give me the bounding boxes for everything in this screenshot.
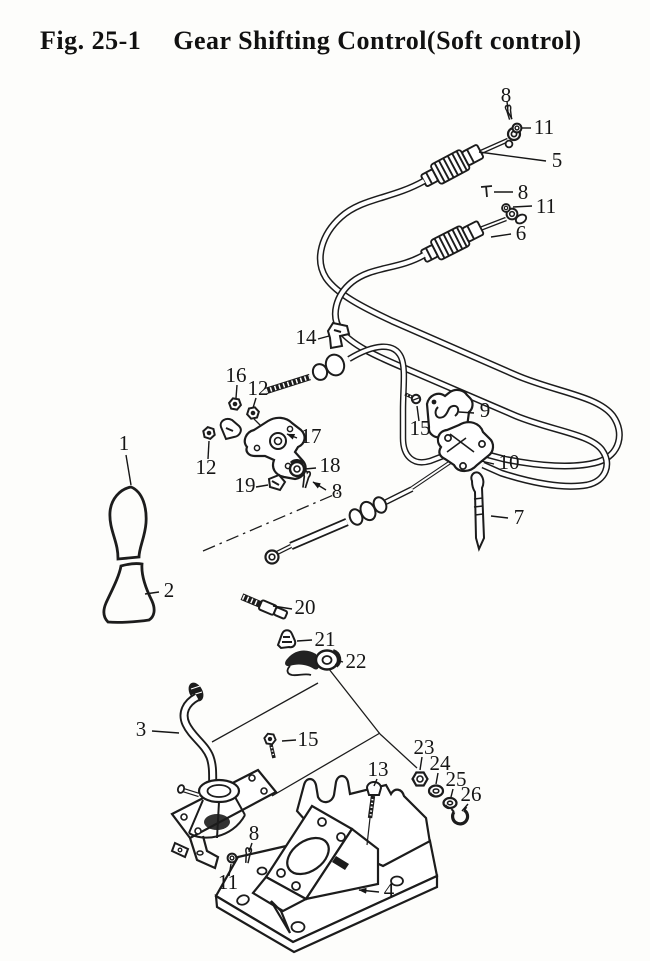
callout-20: 20 [295,595,316,619]
callout-12-1: 12 [248,376,269,400]
leader-lines [125,100,547,894]
callout-8-3: 8 [332,479,343,503]
nut-12-a [245,405,261,421]
retainer-19 [267,473,287,492]
callout-8-4: 8 [249,821,260,845]
figure-number: Fig. 25-1 [40,26,142,55]
callout-1: 1 [119,431,130,455]
callout-6: 6 [516,221,527,245]
callout-18: 18 [320,453,341,477]
bolt-15-lower [262,732,278,759]
callout-21: 21 [315,627,336,651]
inner-control-cable [253,343,453,466]
washer-25 [442,796,458,810]
snap-ring-26 [450,806,470,826]
callout-7: 7 [514,505,525,529]
figure-name: Gear Shifting Control(Soft control) [173,26,582,55]
callout-11-2: 11 [536,194,556,218]
shift-lever-3 [179,682,218,791]
figure-title: Fig. 25-1 Gear Shifting Control(Soft cont… [40,26,581,56]
callout-12-2: 12 [196,455,217,479]
bolt-15-upper [404,392,422,405]
mount-bracket-4 [214,774,439,954]
bolt-13 [365,781,383,846]
callout-2: 2 [164,578,175,602]
callout-24: 24 [430,751,452,775]
callout-3: 3 [136,717,147,741]
nut-23 [411,771,429,787]
cushion-21 [276,629,297,650]
callout-17: 17 [301,424,322,448]
clip-12-wedge [219,417,242,441]
lever-base-assembly [170,768,278,870]
shift-knob-1 [108,485,148,561]
callout-10: 10 [499,450,520,474]
cotter-pin-8-mid2 [480,185,493,198]
washer-11-top [511,122,523,134]
callout-5: 5 [552,148,563,172]
callout-11-3: 11 [218,870,238,894]
callout-14: 14 [296,325,318,349]
washer-11-mid [501,203,511,213]
callout-11-1: 11 [534,115,554,139]
washer-24 [427,784,445,798]
callout-25: 25 [446,767,467,791]
select-rod [264,459,454,565]
shift-cable-5 [316,126,623,470]
lever-boot-2 [102,562,156,624]
callout-labels: 8 11 5 8 11 6 14 16 12 12 17 15 9 10 18 … [119,83,563,902]
callout-4: 4 [384,878,395,902]
callout-15-2: 15 [298,727,319,751]
nut-16 [227,396,243,412]
callout-13: 13 [368,757,389,781]
callout-8-2: 8 [518,180,529,204]
hook-pin-7 [470,471,486,552]
trunnion-bracket-17 [243,416,307,481]
callout-26: 26 [461,782,482,806]
callout-8-1: 8 [501,83,512,107]
grommet-18 [288,458,306,478]
washer-11-bottom [226,852,238,864]
shift-arm-22 [285,649,342,677]
callout-15-1: 15 [410,416,431,440]
clamp-10 [436,421,495,473]
callout-16: 16 [226,363,247,387]
callout-22: 22 [346,649,367,673]
shift-cable-6 [331,207,611,490]
construction-lines [202,492,418,797]
nut-12-b [200,425,218,441]
callout-19: 19 [235,473,256,497]
callout-9: 9 [480,398,491,422]
adjust-rod-20 [240,593,289,620]
callout-23: 23 [414,735,435,759]
cable-clip-14 [326,321,351,350]
